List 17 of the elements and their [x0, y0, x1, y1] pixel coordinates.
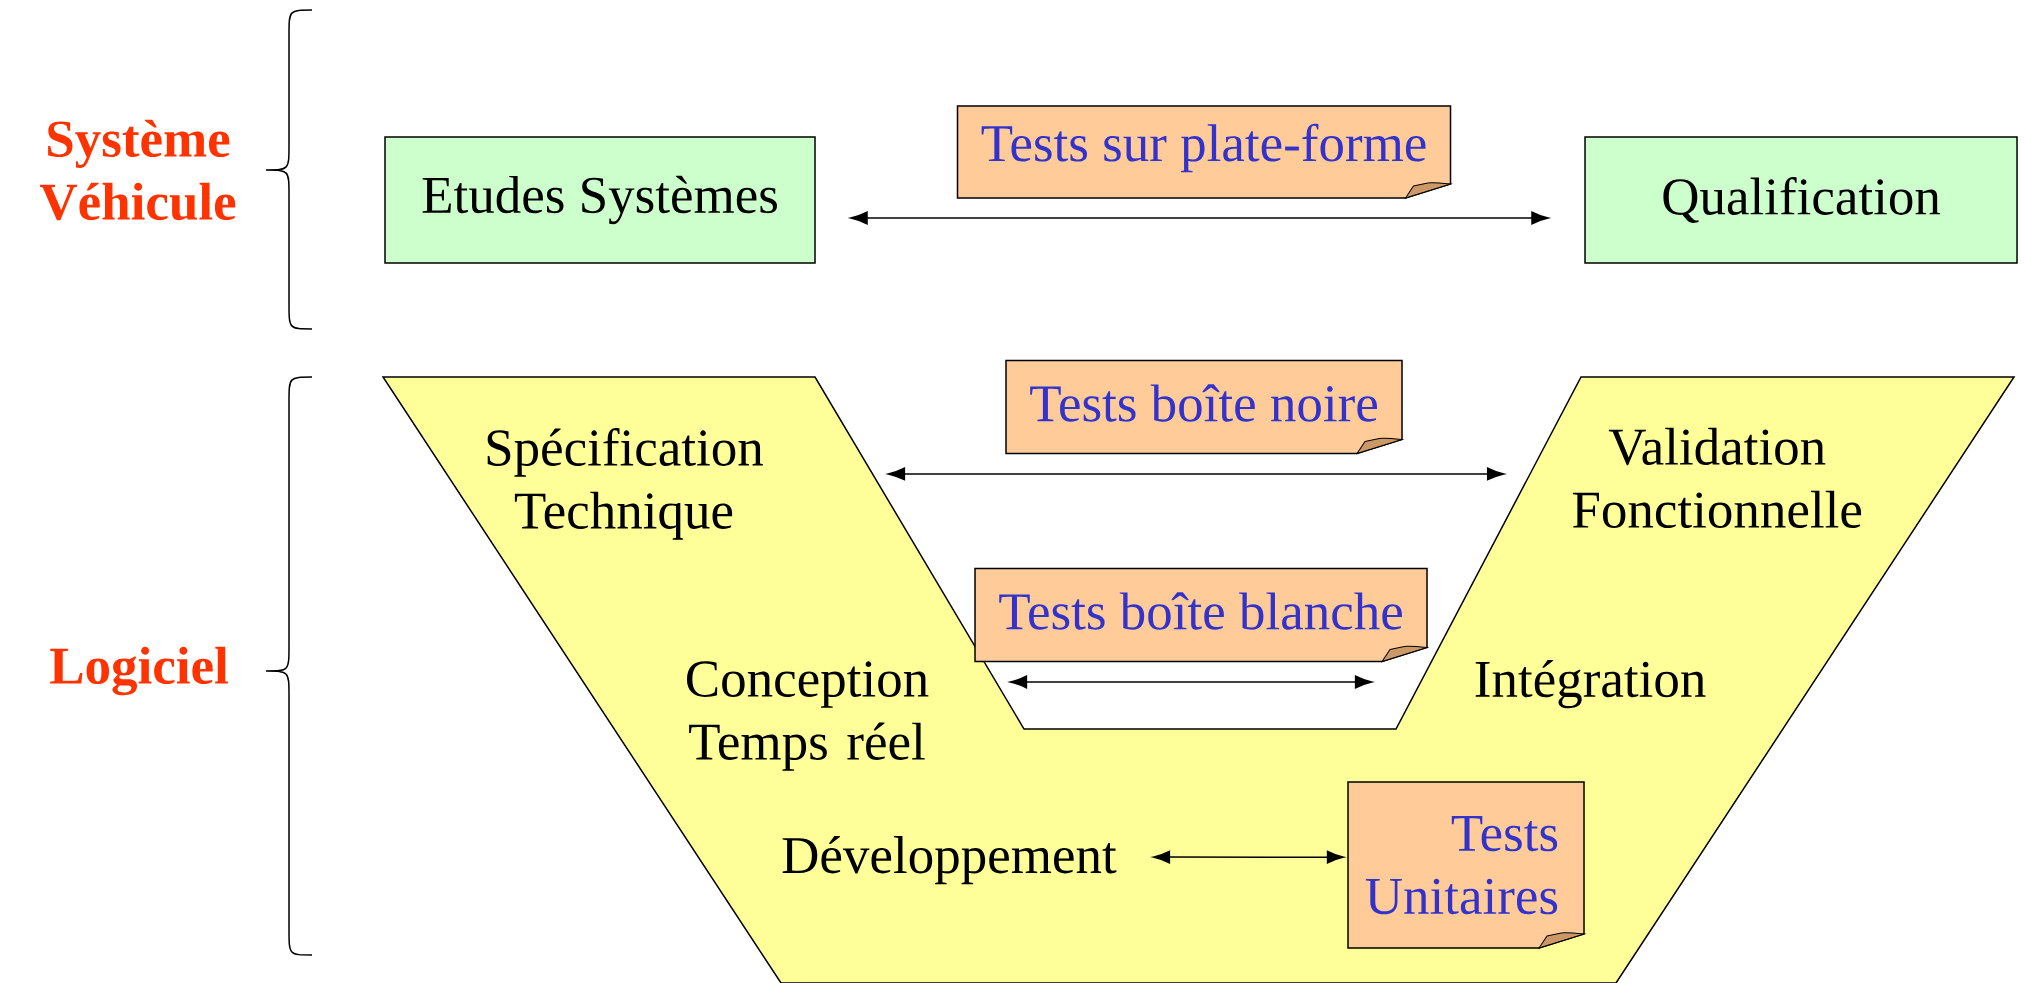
phase-label: Validation Fonctionnelle — [1572, 427, 1862, 529]
double-arrow — [1152, 850, 1345, 864]
double-arrow — [1009, 675, 1373, 689]
note-label: Tests boîte blanche — [974, 567, 1428, 663]
double-arrow — [850, 211, 1549, 225]
section-label: Logiciel — [50, 646, 228, 696]
note-label: Tests sur plate-forme — [956, 105, 1452, 199]
phase-label: Développement — [782, 836, 1117, 885]
process-box: Qualification — [1584, 136, 2018, 264]
phase-label: Intégration — [1475, 659, 1706, 709]
note-box: Tests Unitaires — [1347, 781, 1585, 949]
double-arrow — [887, 467, 1505, 481]
phase-label: Conception Temps réel — [686, 661, 929, 771]
note-label: Tests boîte noire — [1005, 359, 1403, 455]
section-label: Système Véhicule — [39, 119, 236, 221]
process-box: Etudes Systèmes — [384, 136, 816, 264]
phase-label: Spécification Technique — [487, 428, 763, 540]
